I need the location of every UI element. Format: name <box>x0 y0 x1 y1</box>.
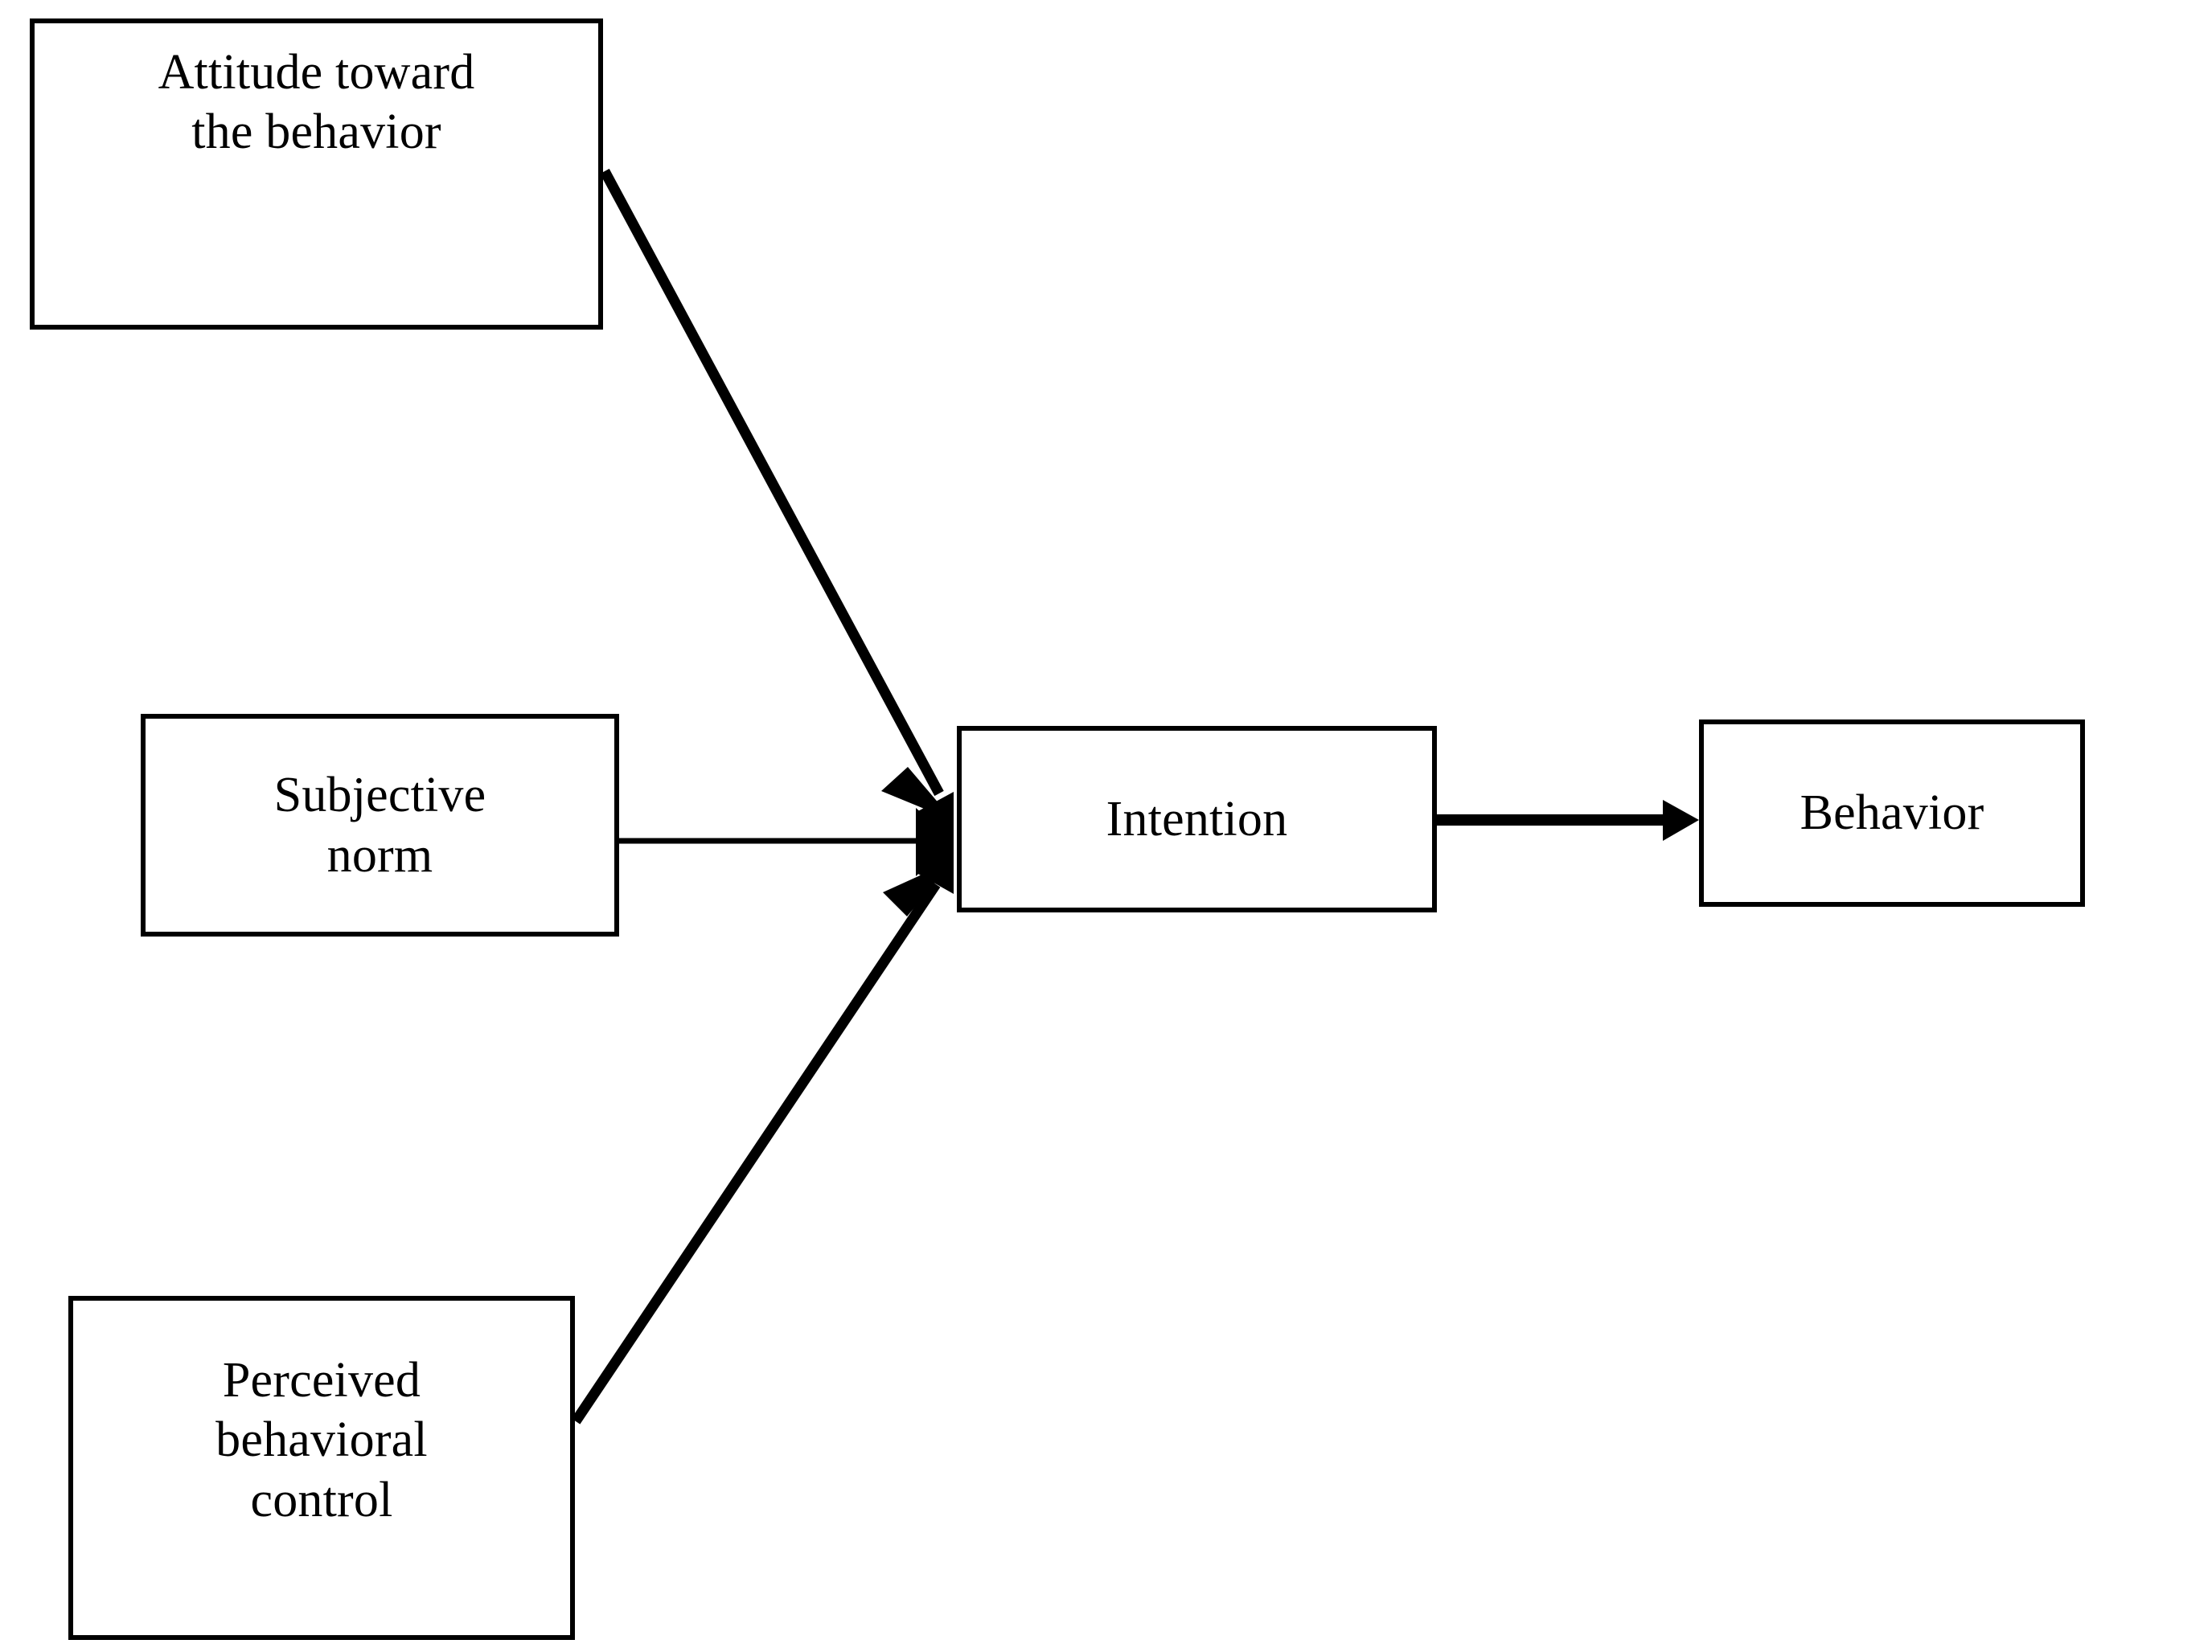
edge-intention-to-behavior <box>1437 800 1699 841</box>
edge-line <box>600 168 944 797</box>
edge-subjective-norm-to-intention <box>603 808 954 876</box>
node-behavior[interactable]: Behavior <box>1699 719 2085 907</box>
node-intention[interactable]: Intention <box>957 726 1437 912</box>
node-subjective-norm[interactable]: Subjective norm <box>141 714 619 937</box>
node-label: Intention <box>1106 791 1288 846</box>
node-label: Subjective norm <box>273 768 486 883</box>
arrowhead-icon <box>883 860 954 916</box>
arrowhead-merge-icon <box>917 792 954 894</box>
edge-line <box>571 881 941 1424</box>
edge-attitude-to-intention <box>600 168 954 821</box>
arrowhead-icon <box>1663 800 1699 841</box>
edge-pbc-to-intention <box>571 860 954 1424</box>
node-label: Behavior <box>1800 785 1984 841</box>
node-label: Perceived behavioral control <box>215 1353 428 1527</box>
arrowhead-icon <box>881 767 954 821</box>
arrowhead-icon <box>916 808 954 876</box>
node-perceived-behavioral-control[interactable]: Perceived behavioral control <box>68 1296 575 1640</box>
node-attitude-toward-the-behavior[interactable]: Attitude toward the behavior <box>30 18 603 330</box>
node-label: Attitude toward the behavior <box>158 45 475 160</box>
